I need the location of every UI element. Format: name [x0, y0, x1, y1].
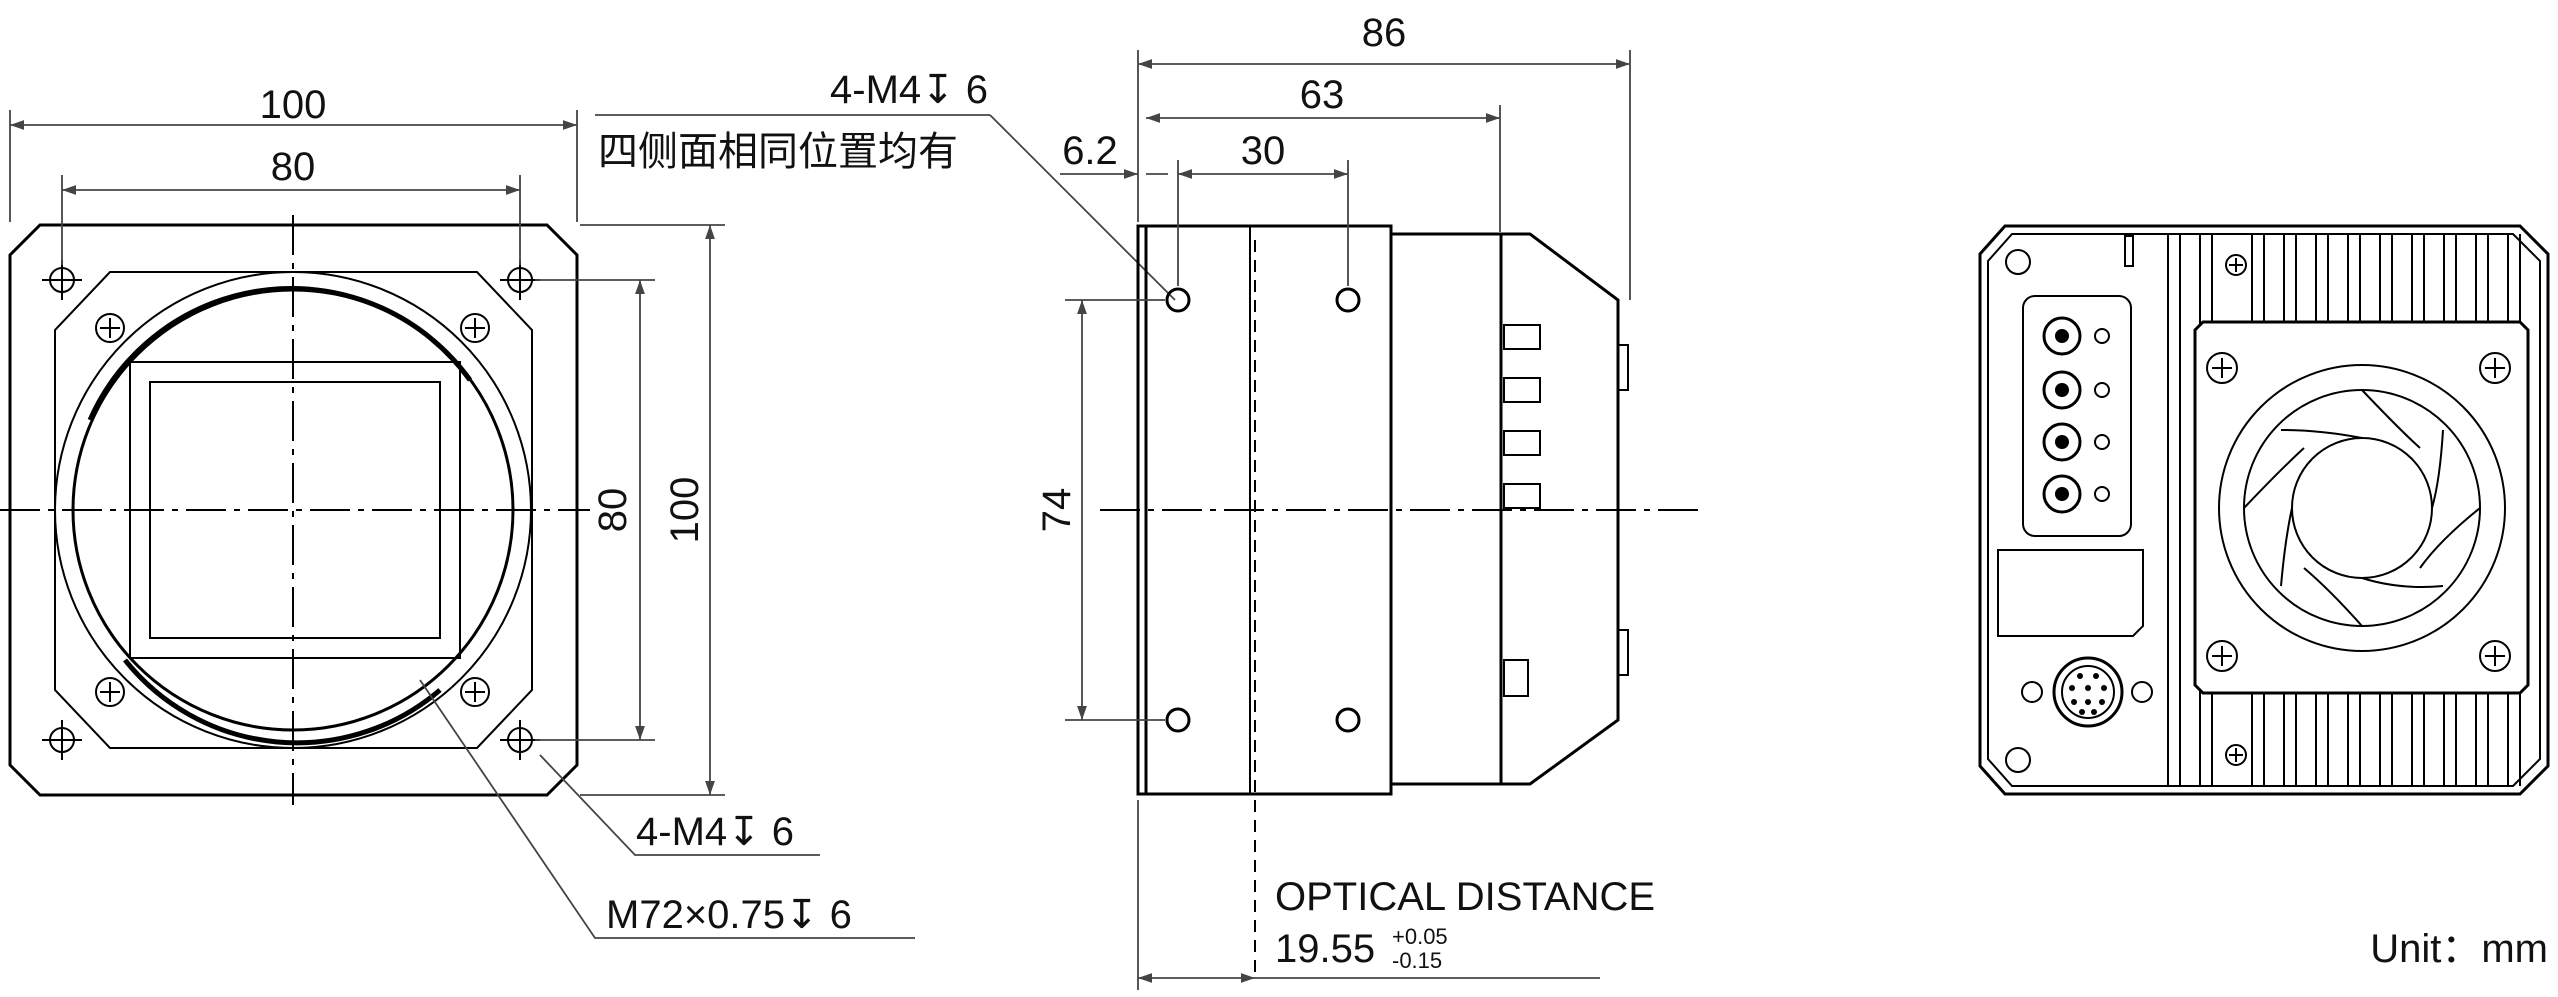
front-outer-outline: [8, 223, 579, 797]
rear-connector-panel: [2022, 295, 2132, 537]
leader-thread-holes: [539, 754, 820, 856]
side-hole-3: [1165, 707, 1191, 733]
dim-hole-spacing: 74: [1035, 488, 1079, 533]
front-view: 100 80 80 100 4-M4↧ 6 M72×0.75↧ 6: [0, 83, 915, 939]
side-view: 86 63 30 6.2 74 OPTICAL DISTANCE 19.55 +…: [1035, 11, 1700, 990]
rear-label-plate: [1997, 549, 2144, 637]
leader-side-holes: [989, 114, 1176, 301]
callout-thread-holes: 4-M4↧ 6: [636, 810, 794, 854]
optical-distance-value: 19.55: [1275, 927, 1375, 971]
optical-tol-minus: -0.15: [1392, 948, 1442, 973]
front-screws: [95, 313, 490, 707]
dim-total-length: 86: [1362, 11, 1407, 55]
dim-hole-offset: 30: [1241, 129, 1286, 173]
optical-tol-plus: +0.05: [1392, 924, 1448, 949]
side-back-cover: [1499, 232, 1620, 786]
mount-thread-arc-bottom: [123, 658, 442, 746]
callout-side-holes: 4-M4↧ 6: [830, 68, 988, 112]
rear-fan-screws: [2206, 352, 2511, 672]
rear-outline: [1978, 224, 2550, 796]
rear-view: [1978, 224, 2550, 796]
mount-thread-arc-top: [87, 285, 473, 422]
rear-io-connector: [2052, 656, 2124, 728]
rear-fan-outer: [2218, 364, 2506, 652]
dim-body-length: 63: [1300, 73, 1345, 117]
front-corner-holes: [42, 260, 540, 760]
rear-fan-frame: [2193, 320, 2530, 695]
callout-mount: M72×0.75↧ 6: [606, 893, 852, 937]
dim-width-holes: 80: [271, 145, 316, 189]
dim-height-outer: 100: [663, 477, 707, 544]
side-connectors: [1503, 324, 1541, 697]
units-label: Unit：mm: [2370, 927, 2548, 971]
side-hole-1: [1165, 287, 1191, 313]
leader-mount: [419, 679, 915, 939]
optical-distance-label: OPTICAL DISTANCE: [1275, 875, 1655, 919]
side-hole-4: [1335, 707, 1361, 733]
side-hole-2: [1335, 287, 1361, 313]
dim-height-holes: 80: [591, 488, 635, 533]
rear-ports: [2042, 316, 2110, 514]
dim-flange: 6.2: [1062, 129, 1118, 173]
dim-width-outer: 100: [260, 83, 327, 127]
front-inner-plate: [54, 271, 533, 749]
rear-fan-blades: [2243, 389, 2481, 627]
callout-side-note: 四侧面相同位置均有: [598, 130, 958, 174]
